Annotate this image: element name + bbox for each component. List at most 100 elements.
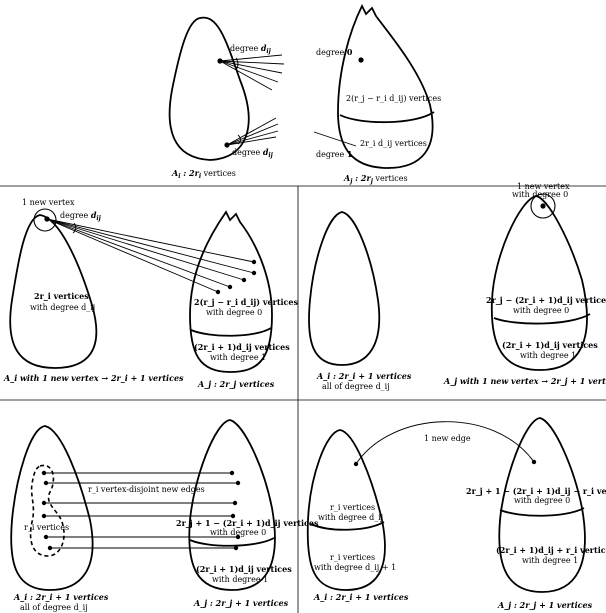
mr-new-vertex-ring <box>530 193 556 219</box>
bl-edge-end <box>41 513 47 519</box>
ml-edge <box>46 218 255 263</box>
br-ai-divider <box>310 521 385 531</box>
bl-edge-end <box>235 480 241 486</box>
ml-aj-lower-2: with degree 1 <box>210 353 266 362</box>
bottom-right-panel: r_i vertices with degree d_ij r_i vertic… <box>306 417 606 610</box>
bl-edge-end <box>235 534 241 540</box>
top-aj-divider <box>339 111 435 124</box>
ml-new-vertex-label: 1 new vertex <box>22 198 75 207</box>
ml-new-vertex-ring <box>33 208 57 232</box>
bl-new-edges: r_i vertex-disjoint new edges <box>88 485 205 494</box>
br-aj-lower-1: (2r_i + 1)d_ij + r_i vertices <box>496 545 606 555</box>
bl-edge-end <box>229 470 235 476</box>
top-fan-edge <box>226 136 277 146</box>
top-fan-edge <box>219 60 283 74</box>
br-ai-upper-1: r_i vertices <box>330 503 375 512</box>
top-fan-edge <box>226 123 279 146</box>
top-degree-lower-label: degree dij <box>232 147 274 159</box>
top-degree-upper-label: degree dij <box>230 43 272 55</box>
ml-ai-caption: A_i with 1 new vertex → 2r_i + 1 vertice… <box>3 373 184 383</box>
br-aj-divider <box>499 507 585 517</box>
mr-aj-lower-1: (2r_i + 1)d_ij vertices <box>502 340 598 350</box>
bl-ai-caption-2: all of degree d_ij <box>20 603 88 612</box>
br-aj-caption: A_j : 2r_j + 1 vertices <box>497 600 593 610</box>
top-ai-caption: Ai : 2ri vertices <box>171 168 236 180</box>
top-fan-edge <box>219 54 283 62</box>
top-ai-shape <box>168 16 250 161</box>
bottom-left-panel: r_i vertices r_i vertex-disjoint new edg… <box>10 419 319 612</box>
bl-ri-vertices: r_i vertices <box>24 523 69 532</box>
ml-edge-arc <box>72 222 77 234</box>
br-ai-caption: A_i : 2r_i + 1 vertices <box>313 592 409 602</box>
mr-ai-caption-1: A_i : 2r_i + 1 vertices <box>316 371 412 381</box>
ml-aj-upper-1: 2(r_j − r_i d_ij) vertices <box>194 297 299 307</box>
ml-aj-caption: A_j : 2r_j vertices <box>197 379 275 389</box>
br-aj-lower-2: with degree 1 <box>522 556 578 565</box>
bl-edges <box>41 470 241 551</box>
top-fan-edge <box>219 60 273 91</box>
bl-aj-caption: A_j : 2r_j + 1 vertices <box>193 598 289 608</box>
bl-edge-end <box>41 470 47 476</box>
ml-edge <box>46 218 245 281</box>
top-fan-arc <box>237 134 241 145</box>
ml-aj-vertex <box>215 289 221 295</box>
ml-edge <box>46 218 219 293</box>
mid-right-panel: A_i : 2r_i + 1 vertices all of degree d_… <box>308 182 606 391</box>
bl-aj-lower-2: with degree 1 <box>212 575 268 584</box>
br-ai-upper-2: with degree d_ij <box>318 513 383 522</box>
bl-aj-upper-2: with degree 0 <box>210 528 266 537</box>
ml-aj-vertex <box>251 270 257 276</box>
mr-aj-upper-1: 2r_j − (2r_i + 1)d_ij vertices <box>486 295 606 305</box>
bl-edge-end <box>230 513 236 519</box>
top-fan-edge <box>219 60 279 83</box>
mr-new-vertex-label-1: 1 new vertex <box>517 182 570 191</box>
ml-aj-upper-2: with degree 0 <box>206 308 262 317</box>
ml-aj-vertex <box>251 259 257 265</box>
br-aj-shape <box>498 417 586 593</box>
top-aj-vertex-zero <box>358 57 364 63</box>
ml-edge <box>46 218 231 288</box>
bl-edge-end <box>41 500 47 506</box>
br-ai-lower-2: with degree d_ij + 1 <box>314 563 396 572</box>
bl-aj-divider <box>189 537 275 547</box>
mr-new-vertex <box>540 203 546 209</box>
mid-left-panel: 1 new vertex degree dij 2r_i vertices wi… <box>3 198 299 389</box>
mr-aj-upper-2: with degree 0 <box>513 306 569 315</box>
bl-dashed-region <box>29 464 65 557</box>
ml-ai-inside-1: 2r_i vertices <box>34 291 89 301</box>
br-new-edge-label: 1 new edge <box>424 434 471 443</box>
ml-edge <box>46 218 255 274</box>
mr-aj-caption: A_j with 1 new vertex → 2r_j + 1 vertice… <box>443 376 606 386</box>
bl-edge-end <box>233 545 239 551</box>
bl-edge-end <box>43 534 49 540</box>
bl-edge-end <box>47 545 53 551</box>
bl-aj-shape <box>188 419 276 591</box>
top-degree-zero-label: degree 0 <box>316 47 353 57</box>
ml-aj-shape <box>189 210 273 373</box>
ml-aj-divider <box>190 327 272 337</box>
top-aj-lower-text: 2r_i d_ij vertices <box>360 139 427 148</box>
ml-degree-label: degree dij <box>60 210 102 222</box>
br-ai-shape <box>306 429 386 591</box>
top-aj-upper-text: 2(r_j − r_i d_ij) vertices <box>346 94 441 103</box>
ml-aj-lower-1: (2r_i + 1)d_ij vertices <box>194 342 290 352</box>
bl-edge-end <box>232 500 238 506</box>
top-degree-one-label: degree 1 <box>316 149 352 159</box>
top-fan-edge <box>226 130 279 146</box>
mr-aj-shape <box>490 195 588 371</box>
bl-aj-lower-1: (2r_i + 1)d_ij vertices <box>196 564 292 574</box>
bl-aj-upper-1: 2r_j + 1 − (2r_i + 1)d_ij vertices <box>176 518 319 528</box>
bl-ai-caption-1: A_i : 2r_i + 1 vertices <box>13 592 109 602</box>
mr-ai-shape <box>308 211 381 366</box>
ml-ai-shape <box>9 214 98 369</box>
br-aj-upper-1: 2r_j + 1 − (2r_i + 1)d_ij − r_i vertices <box>466 486 606 496</box>
mr-aj-lower-2: with degree 1 <box>520 351 576 360</box>
top-panel: degree dij degree dij degree 0 2(r_j − r… <box>168 3 441 185</box>
top-fan-edge <box>226 117 277 146</box>
br-new-edge <box>355 421 535 465</box>
top-degree-one-pointer <box>313 131 357 147</box>
ml-aj-vertex <box>241 277 247 283</box>
top-aj-shape <box>337 3 434 169</box>
bl-edge-end <box>43 480 49 486</box>
